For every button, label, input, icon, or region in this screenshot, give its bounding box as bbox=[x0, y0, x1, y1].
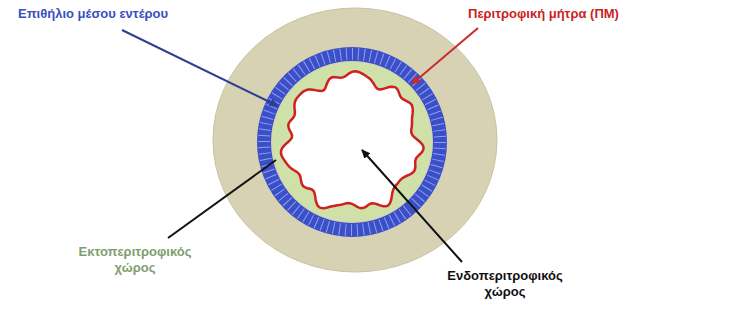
epithelium-cells bbox=[264, 54, 440, 230]
leader-line bbox=[122, 30, 278, 106]
outer-tissue bbox=[213, 8, 497, 272]
endoperitrophic-label: Ενδοπεριτροφικός χώρος bbox=[430, 268, 580, 299]
leader-line bbox=[362, 150, 462, 262]
epithelium-label: Επιθήλιο μέσου εντέρου bbox=[18, 6, 258, 22]
peritrophic-matrix bbox=[281, 71, 424, 208]
ectoperitrophic-label: Εκτοπεριτροφικός χώρος bbox=[60, 244, 210, 275]
leader-line bbox=[412, 28, 478, 84]
peritrophic-matrix-label: Περιτροφική μήτρα (ΠΜ) bbox=[468, 6, 738, 22]
ectoperitrophic-space bbox=[272, 62, 432, 222]
leader-line bbox=[168, 160, 276, 238]
epithelium-ring bbox=[264, 54, 440, 230]
